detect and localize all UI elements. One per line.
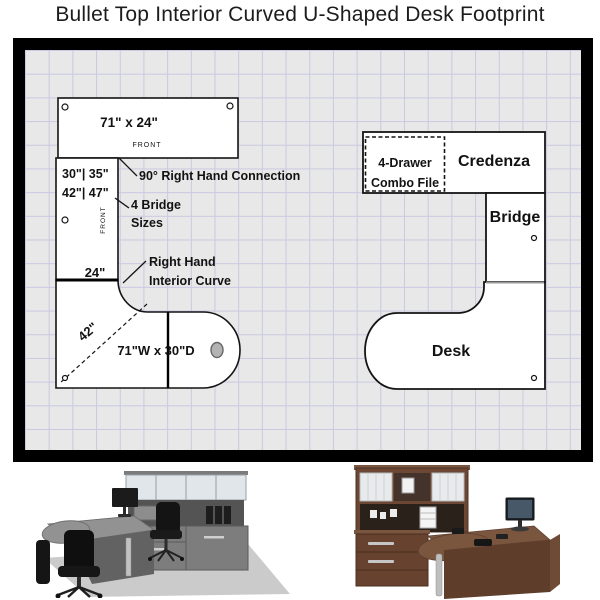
desk-item	[496, 534, 508, 539]
monitor	[112, 488, 138, 507]
left-footprint: 71" x 24" FRONT 30"| 35" 42"| 47" FRONT …	[55, 97, 300, 389]
monitor-base	[118, 514, 131, 517]
connection-callout: 90° Right Hand Connection	[139, 169, 300, 183]
page-title: Bullet Top Interior Curved U-Shaped Desk…	[55, 3, 545, 26]
binder	[224, 506, 231, 524]
paper-tray	[133, 505, 159, 521]
product-photo-walnut-desk	[354, 465, 560, 599]
drawer-handle	[204, 536, 224, 539]
credenza-front-label: FRONT	[132, 142, 161, 149]
monitor-stand	[123, 507, 126, 514]
desk-item	[474, 539, 492, 546]
binder	[215, 506, 222, 524]
office-chair	[148, 502, 184, 562]
footprint-diagram-frame: 71" x 24" FRONT 30"| 35" 42"| 47" FRONT …	[13, 38, 593, 462]
corner-hole-icon	[530, 374, 538, 382]
combo-file-dashed-box	[364, 136, 446, 192]
left-credenza-outline	[57, 97, 239, 159]
corner-hole-icon	[226, 102, 234, 110]
bridge-sizes-row1: 30"| 35"	[62, 167, 109, 181]
footprint-diagram: 71" x 24" FRONT 30"| 35" 42"| 47" FRONT …	[55, 97, 546, 390]
curve-callout-line2: Interior Curve	[149, 274, 231, 288]
grommet-icon	[210, 341, 224, 359]
desk-leg-silver	[435, 553, 443, 597]
desk-front-panel	[444, 540, 550, 599]
diagonal-dimension-line	[59, 303, 148, 384]
bridge-leader-line	[114, 197, 130, 209]
right-desk-outline	[364, 281, 546, 390]
office-chair-partial	[36, 540, 50, 584]
bridge-callout-line2: Sizes	[131, 216, 163, 230]
walnut-office-illustration	[354, 465, 560, 599]
corner-hole-icon	[61, 216, 69, 224]
connection-leader-line	[118, 157, 138, 177]
combo-file-line2: Combo File	[371, 176, 439, 190]
hutch-top-cap	[124, 471, 248, 475]
corner-hole-icon	[61, 103, 69, 111]
drawer-handle	[368, 542, 394, 545]
curve-callout-line1: Right Hand	[149, 255, 216, 269]
binder	[206, 506, 213, 524]
office-chair	[55, 530, 103, 598]
note	[380, 512, 386, 519]
curve-leader-line	[122, 260, 147, 284]
pedestal-top	[354, 530, 430, 534]
bridge-callout-line1: 4 Bridge	[131, 198, 181, 212]
drawer-handle	[368, 560, 394, 563]
corner-hole-icon	[61, 374, 69, 382]
desk-dims-label: 71"W x 30"D	[117, 343, 194, 358]
note	[390, 509, 397, 517]
monitor-stand	[518, 520, 522, 528]
desk-leg-silver	[125, 537, 132, 577]
combo-file-line1: 4-Drawer	[378, 156, 432, 170]
monitor-screen	[508, 500, 532, 518]
corner-hole-icon	[530, 234, 538, 242]
gray-office-illustration	[36, 471, 290, 598]
photo-frame	[401, 477, 415, 494]
credenza-label: Credenza	[458, 153, 530, 170]
product-photo-gray-desk	[36, 471, 290, 598]
calendar	[419, 506, 437, 529]
desk-side-edge	[550, 534, 560, 592]
credenza-dims-label: 71" x 24"	[100, 115, 158, 130]
hutch-back-panel	[360, 504, 464, 532]
left-desk-outline	[55, 279, 241, 389]
note	[370, 510, 377, 518]
desk-label: Desk	[432, 343, 470, 360]
right-footprint: 4-Drawer Combo File Credenza Bridge Desk	[362, 131, 546, 390]
bridge-label: Bridge	[490, 209, 541, 226]
return-width-label: 24"	[85, 265, 106, 280]
desk-item	[452, 528, 464, 534]
bridge-front-label: FRONT	[100, 206, 107, 233]
bridge-sizes-row2: 42"| 47"	[62, 186, 109, 200]
monitor-base	[511, 526, 529, 532]
